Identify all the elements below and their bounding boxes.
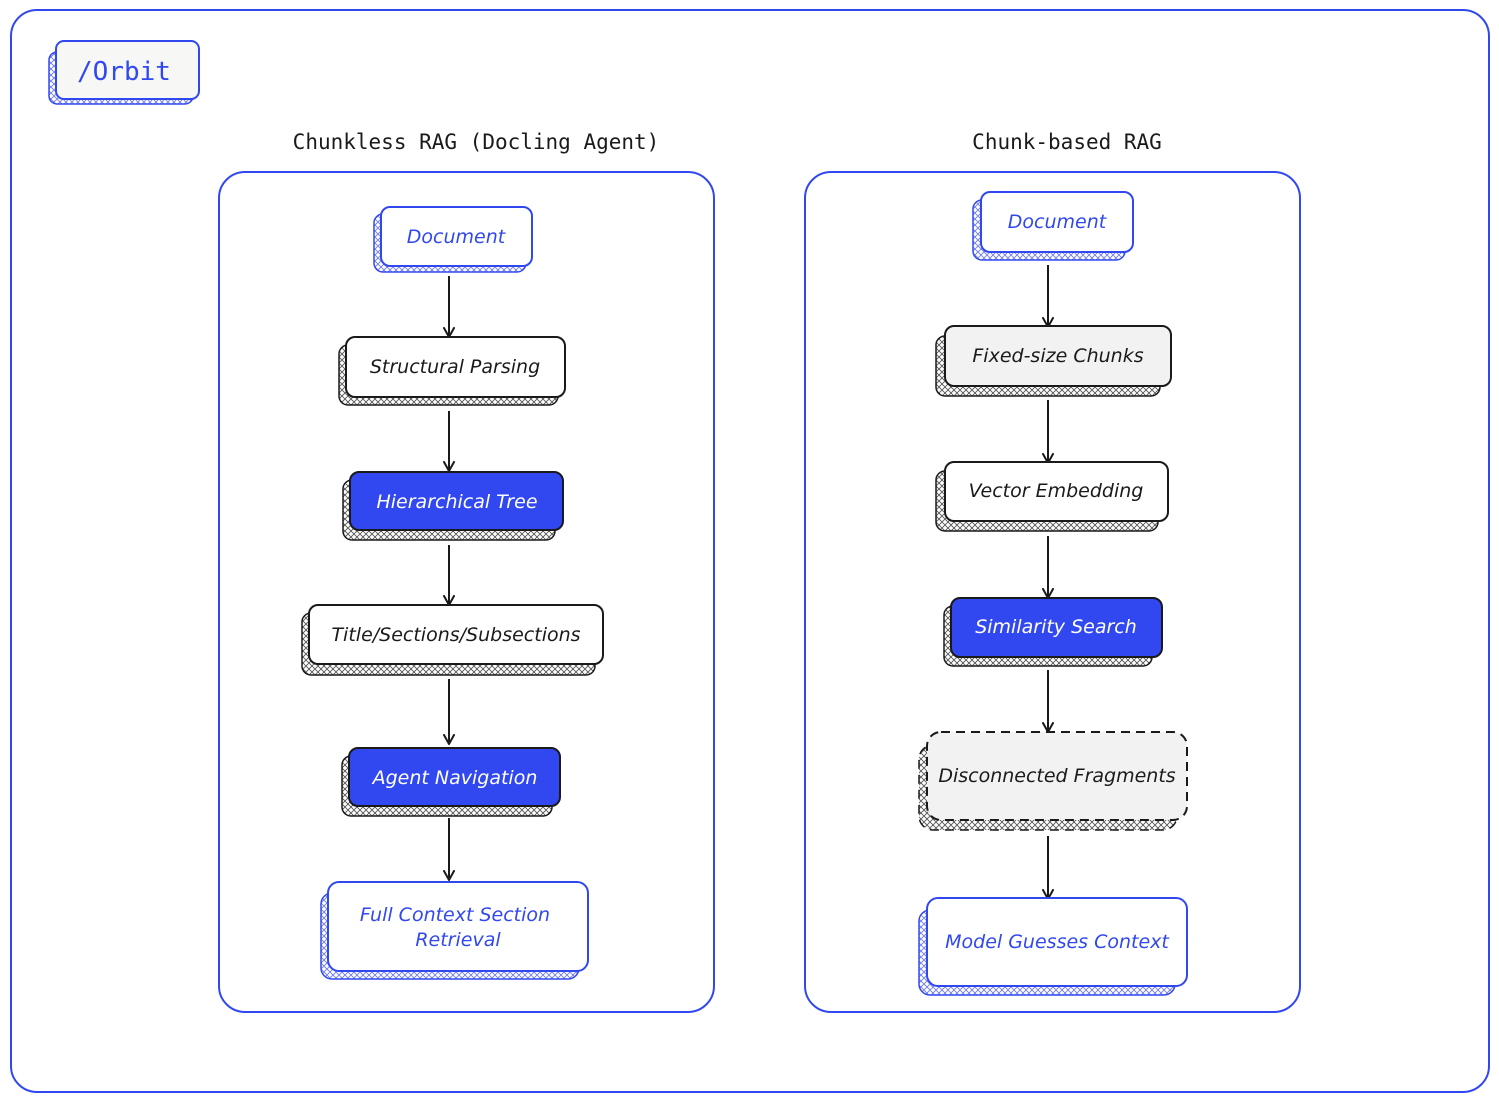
outer-frame bbox=[10, 9, 1490, 1093]
node-model-guesses-context: Model Guesses Context bbox=[918, 897, 1188, 996]
node-fixed-size-chunks-label: Fixed-size Chunks bbox=[972, 345, 1143, 367]
node-full-context-retrieval-label: Full Context Section Retrieval bbox=[360, 904, 556, 951]
panel-chunk-based bbox=[804, 171, 1301, 1013]
orbit-badge-label: /Orbit bbox=[77, 57, 171, 87]
node-vector-embedding-label: Vector Embedding bbox=[969, 480, 1144, 502]
node-vector-embedding: Vector Embedding bbox=[935, 461, 1169, 532]
node-disconnected-fragments: Disconnected Fragments bbox=[918, 731, 1188, 831]
node-structural-parsing: Structural Parsing bbox=[338, 336, 566, 406]
node-right-document-label: Document bbox=[1008, 211, 1108, 233]
node-full-context-retrieval-line-1: Full Context Section bbox=[360, 904, 550, 926]
column-title-chunkless: Chunkless RAG (Docling Agent) bbox=[293, 130, 660, 154]
node-title-sections: Title/Sections/Subsections bbox=[301, 604, 604, 676]
node-similarity-search: Similarity Search bbox=[943, 597, 1163, 667]
node-structural-parsing-label: Structural Parsing bbox=[370, 356, 540, 378]
node-disconnected-fragments-label: Disconnected Fragments bbox=[938, 765, 1175, 787]
node-full-context-retrieval-line-2: Retrieval bbox=[415, 929, 501, 951]
node-similarity-search-label: Similarity Search bbox=[975, 616, 1137, 638]
node-agent-navigation: Agent Navigation bbox=[341, 747, 561, 817]
panel-chunkless bbox=[218, 171, 715, 1013]
node-hierarchical-tree-label: Hierarchical Tree bbox=[376, 491, 537, 513]
node-title-sections-label: Title/Sections/Subsections bbox=[331, 624, 580, 646]
node-left-document-label: Document bbox=[407, 226, 507, 248]
node-right-document: Document bbox=[972, 191, 1134, 261]
node-model-guesses-context-label: Model Guesses Context bbox=[945, 931, 1170, 953]
node-agent-navigation-label: Agent Navigation bbox=[371, 767, 538, 789]
node-full-context-retrieval: Full Context Section Retrieval bbox=[320, 881, 589, 980]
node-fixed-size-chunks: Fixed-size Chunks bbox=[935, 325, 1172, 397]
node-left-document: Document bbox=[373, 206, 533, 273]
node-hierarchical-tree: Hierarchical Tree bbox=[342, 471, 564, 541]
column-title-chunk-based: Chunk-based RAG bbox=[972, 130, 1162, 154]
orbit-badge: /Orbit bbox=[48, 40, 200, 105]
